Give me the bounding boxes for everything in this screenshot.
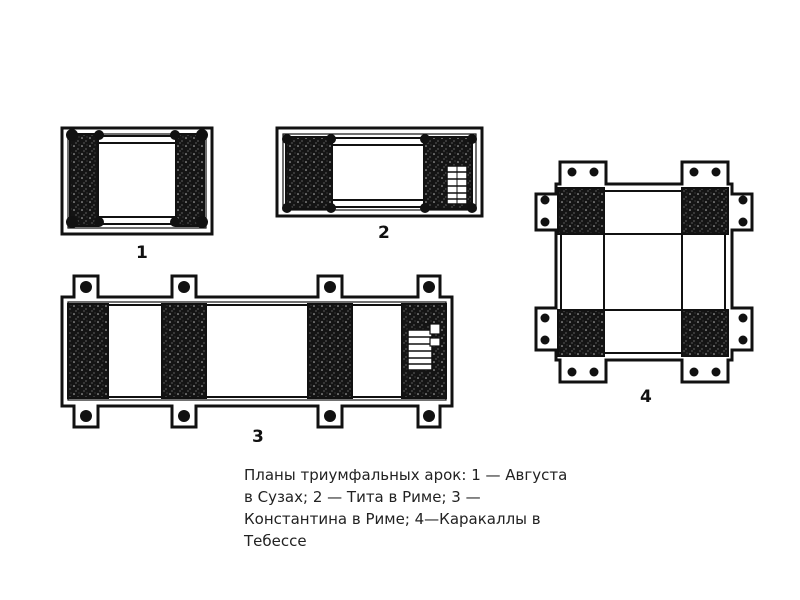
caption-line-3: Константина в Риме; 4—Каракаллы в [244,510,541,528]
plan-2-titus-rome: 2 [275,126,484,243]
plan-1-augustus-susa: 1 [60,126,214,263]
caption-line-2: в Сузах; 2 — Тита в Риме; 3 — [244,488,481,506]
plan-3-constantine-rome: 3 [60,274,454,447]
figure-caption: Планы триумфальных арок: 1 — Августа в С… [244,464,644,552]
plan-2-label: 2 [378,223,390,243]
plan-3-label: 3 [252,427,264,447]
caption-line-4: Тебессе [244,532,307,550]
plan-1-label: 1 [136,243,148,263]
caption-line-1: Планы триумфальных арок: 1 — Августа [244,466,568,484]
plan-4-label: 4 [640,387,652,407]
plan-4-caracalla-tebessa: 4 [534,160,754,407]
